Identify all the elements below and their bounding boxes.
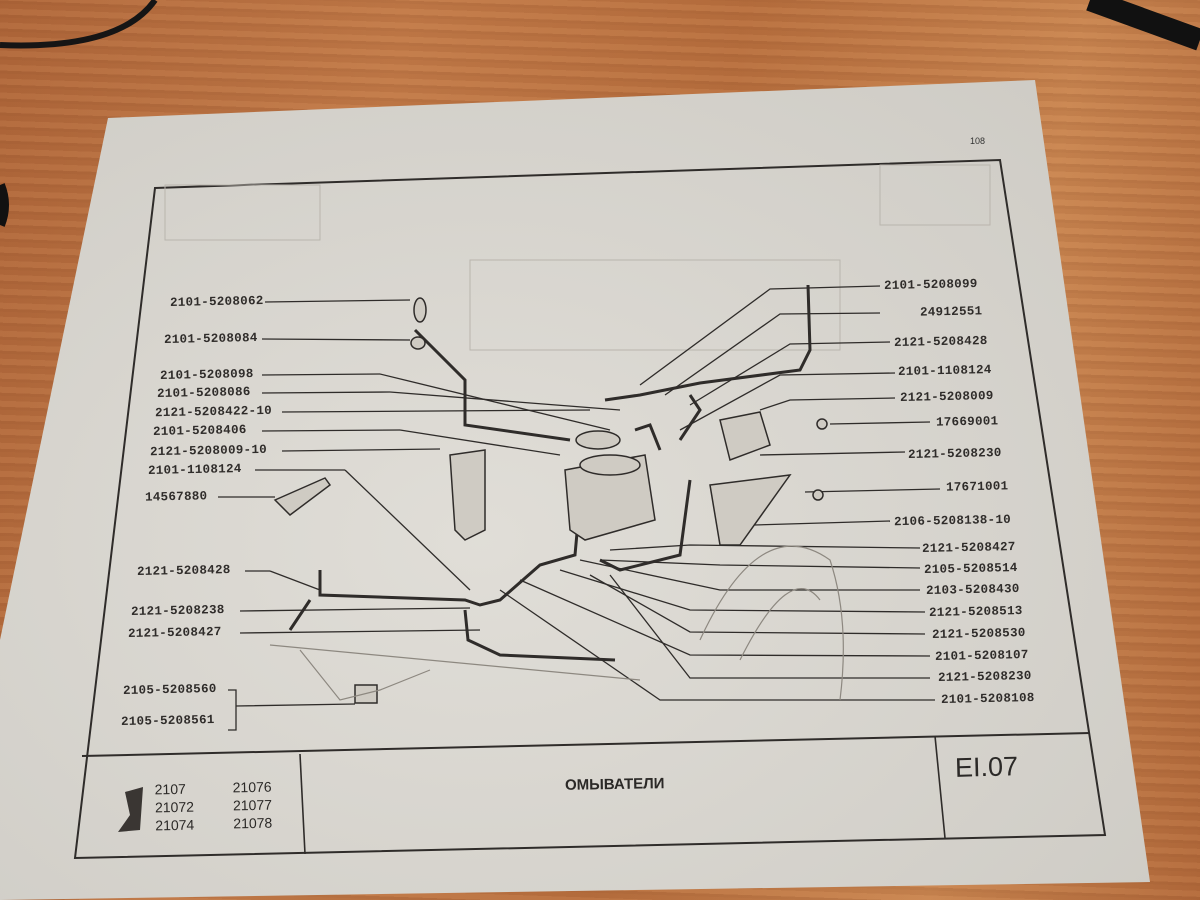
part-label: 17669001 bbox=[935, 414, 999, 430]
part-label: 2121-5208513 bbox=[928, 604, 1023, 620]
reservoir-cap bbox=[575, 430, 621, 450]
part-label: 2121-5208428 bbox=[893, 334, 988, 350]
model-number: 21072 bbox=[154, 798, 195, 816]
part-label: 2101-5208406 bbox=[152, 423, 247, 439]
model-list-2: 21076 21077 21078 bbox=[233, 778, 273, 833]
part-label: 2121-5208238 bbox=[130, 603, 225, 619]
part-label: 2101-5208107 bbox=[934, 648, 1029, 664]
part-label: 2121-5208427 bbox=[127, 625, 222, 641]
jet-nozzle bbox=[413, 297, 427, 323]
part-label: 2106-5208138-10 bbox=[893, 512, 1012, 530]
part-label: 2103-5208430 bbox=[925, 582, 1020, 598]
part-label: 2121-5208230 bbox=[937, 669, 1032, 685]
title-block-divider bbox=[81, 732, 1091, 757]
part-label: 2105-5208561 bbox=[120, 713, 215, 729]
part-label: 2121-5208230 bbox=[907, 446, 1002, 462]
part-label: 2101-1108124 bbox=[897, 363, 992, 379]
part-label: 2121-5208428 bbox=[136, 563, 231, 579]
model-number: 21076 bbox=[232, 778, 272, 796]
drawing-frame bbox=[73, 158, 1107, 860]
model-number: 21078 bbox=[233, 814, 273, 832]
part-label: 2101-5208108 bbox=[940, 691, 1035, 707]
sheet-code: EI.07 bbox=[954, 751, 1019, 783]
sheet-title: ОМЫВАТЕЛИ bbox=[564, 775, 665, 794]
bracket bbox=[709, 474, 792, 546]
model-list-1: 2107 21072 21074 bbox=[155, 780, 195, 835]
part-label: 2101-5208086 bbox=[156, 385, 251, 401]
model-number: 2107 bbox=[154, 780, 186, 798]
part-label: 2105-5208514 bbox=[923, 561, 1018, 577]
part-label: 2121-5208422-10 bbox=[154, 403, 273, 421]
part-label: 2101-5208098 bbox=[159, 367, 254, 383]
part-label: 24912551 bbox=[919, 304, 983, 320]
lada-logo-icon bbox=[118, 787, 143, 832]
part-label: 2101-1108124 bbox=[147, 462, 242, 478]
part-label: 2121-5208530 bbox=[931, 626, 1026, 642]
part-label: 17671001 bbox=[945, 479, 1009, 495]
model-number: 21074 bbox=[155, 816, 195, 834]
part-label: 2101-5208062 bbox=[169, 294, 264, 310]
pump bbox=[449, 449, 486, 541]
part-label: 14567880 bbox=[144, 489, 208, 505]
part-label: 2101-5208099 bbox=[883, 277, 978, 293]
part-label: 2121-5208009-10 bbox=[149, 442, 268, 460]
motor bbox=[719, 411, 771, 461]
page-number: 108 bbox=[970, 136, 986, 146]
part-label: 2121-5208427 bbox=[921, 540, 1016, 556]
part-label: 2101-5208084 bbox=[163, 331, 258, 347]
part-label: 2105-5208560 bbox=[122, 682, 217, 698]
model-number: 21077 bbox=[232, 796, 273, 814]
nozzle-mount bbox=[273, 477, 332, 516]
part-label: 2121-5208009 bbox=[899, 389, 994, 405]
